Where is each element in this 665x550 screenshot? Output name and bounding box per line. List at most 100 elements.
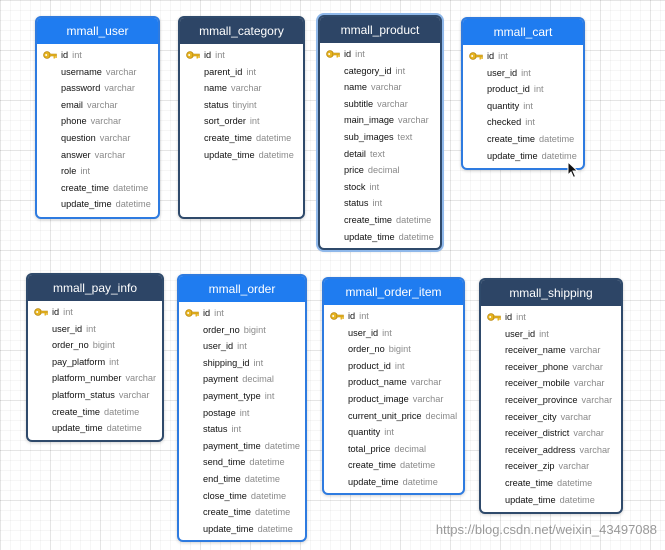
- table-title[interactable]: mmall_order: [179, 276, 305, 302]
- table-title[interactable]: mmall_category: [180, 18, 303, 44]
- field-type: int: [109, 356, 119, 367]
- table-title[interactable]: mmall_pay_info: [28, 275, 162, 301]
- table-title[interactable]: mmall_order_item: [324, 279, 463, 305]
- field-name: category_id: [344, 65, 392, 76]
- table-title[interactable]: mmall_cart: [463, 19, 583, 45]
- table-title[interactable]: mmall_user: [37, 18, 158, 44]
- field-name: product_image: [348, 393, 409, 404]
- table-title[interactable]: mmall_shipping: [481, 280, 621, 306]
- table-title[interactable]: mmall_product: [320, 17, 440, 43]
